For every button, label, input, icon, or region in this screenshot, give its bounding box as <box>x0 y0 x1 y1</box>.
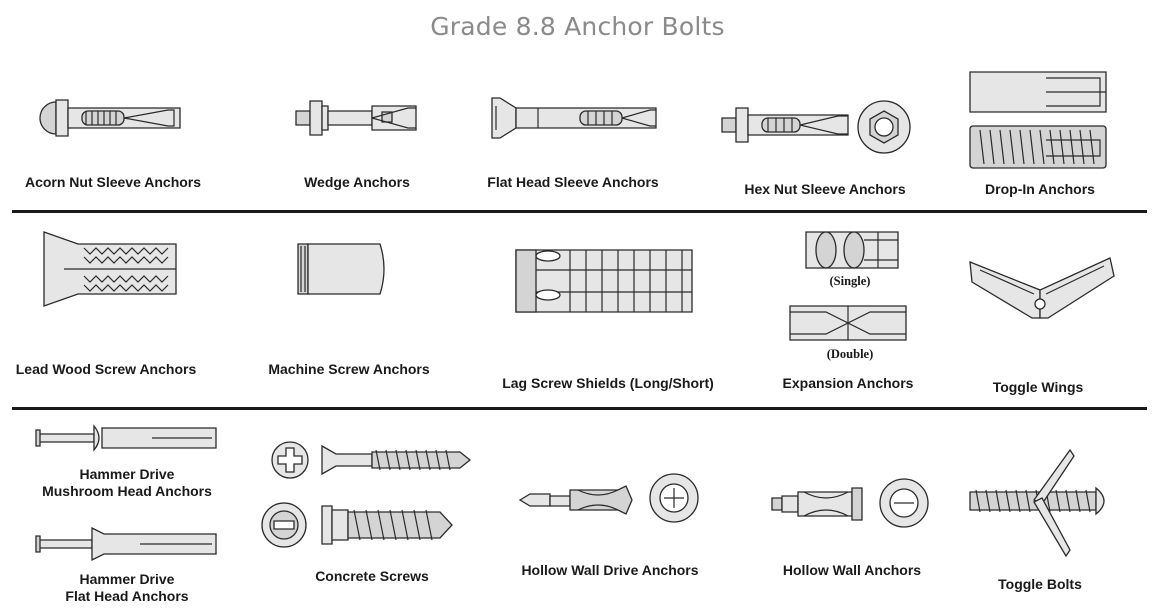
label-machine-screw-anchors: Machine Screw Anchors <box>268 361 430 377</box>
machine-screw-anchor-illustration <box>298 244 384 294</box>
label-lag-screw-shields: Lag Screw Shields (Long/Short) <box>502 375 714 391</box>
toggle-wings-illustration <box>970 258 1114 318</box>
acorn-nut-sleeve-anchor-illustration <box>40 100 180 136</box>
label-concrete-screws: Concrete Screws <box>315 568 429 584</box>
row-divider-2 <box>12 407 1147 410</box>
concrete-screw-hex-illustration <box>262 503 452 547</box>
lead-wood-screw-anchor-illustration <box>44 232 176 306</box>
wedge-anchor-illustration <box>296 101 416 135</box>
row-divider-1 <box>12 210 1147 213</box>
page-title: Grade 8.8 Anchor Bolts <box>430 12 725 41</box>
hex-nut-sleeve-anchor-illustration <box>722 101 910 153</box>
lag-screw-shield-illustration <box>516 250 692 312</box>
concrete-screw-phillips-illustration <box>272 442 470 478</box>
label-flat-head-sleeve-anchors: Flat Head Sleeve Anchors <box>487 174 659 190</box>
label-expansion-single: (Single) <box>829 274 871 288</box>
label-expansion-double: (Double) <box>826 347 874 361</box>
label-lead-wood-screw-anchors: Lead Wood Screw Anchors <box>15 361 197 377</box>
label-hollow-wall-anchors: Hollow Wall Anchors <box>782 562 922 578</box>
label-wedge-anchors: Wedge Anchors <box>304 174 410 190</box>
label-expansion-anchors: Expansion Anchors <box>782 375 914 391</box>
label-hammer-drive-mushroom-line1: Hammer Drive <box>79 466 175 482</box>
expansion-anchor-single-illustration <box>806 232 898 268</box>
hollow-wall-drive-anchor-illustration <box>520 474 698 522</box>
label-hollow-wall-drive-anchors: Hollow Wall Drive Anchors <box>521 562 699 578</box>
label-hammer-drive-mushroom-line2: Mushroom Head Anchors <box>42 483 212 499</box>
hollow-wall-anchor-illustration <box>772 479 928 527</box>
label-toggle-wings: Toggle Wings <box>992 379 1084 395</box>
label-toggle-bolts: Toggle Bolts <box>998 576 1082 592</box>
label-hammer-drive-flat-line2: Flat Head Anchors <box>65 588 189 604</box>
label-acorn-nut-sleeve-anchors: Acorn Nut Sleeve Anchors <box>24 174 202 190</box>
label-hammer-drive-flat-line1: Hammer Drive <box>79 571 175 587</box>
label-hex-nut-sleeve-anchors: Hex Nut Sleeve Anchors <box>744 181 906 197</box>
drop-in-anchor-illustration <box>970 72 1106 168</box>
label-drop-in-anchors: Drop-In Anchors <box>985 181 1095 197</box>
hammer-drive-flat-head-illustration <box>36 528 216 560</box>
flat-head-sleeve-anchor-illustration <box>492 98 656 138</box>
toggle-bolt-illustration <box>970 450 1104 556</box>
expansion-anchor-double-illustration <box>790 306 906 340</box>
hammer-drive-mushroom-head-illustration <box>36 426 216 450</box>
